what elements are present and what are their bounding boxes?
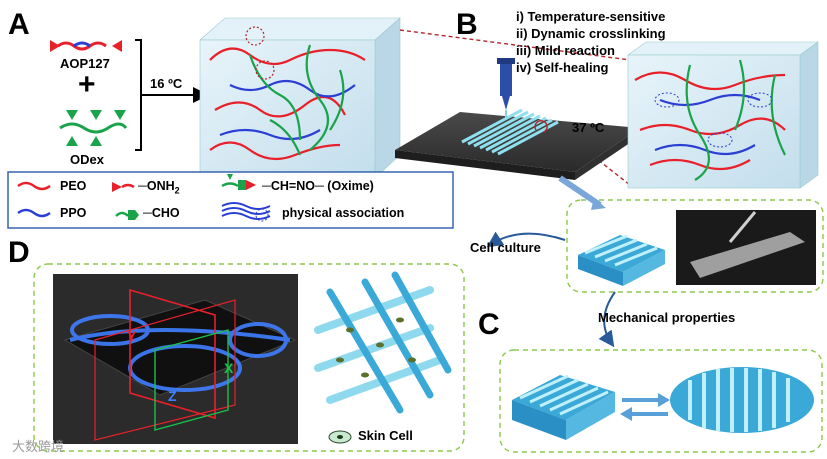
gelation-temperature: 16 ºC (150, 76, 183, 91)
watermark: 大数跨境 (12, 439, 65, 454)
uncompressed-scaffold (512, 374, 615, 440)
reactant-bracket (135, 39, 142, 151)
legend-box (7, 171, 454, 229)
plus-sign: + (78, 68, 96, 101)
printing-plate (395, 108, 640, 180)
condition-3: iii) Mild reaction (516, 43, 615, 58)
printing-temperature: 37 ºC (572, 120, 605, 135)
skin-cell-icon (328, 430, 352, 444)
aminooxy-swatch (112, 182, 135, 192)
aop127-polymer (50, 40, 122, 52)
legend-ppo: PPO (60, 206, 87, 220)
aldehyde-swatch (115, 210, 139, 220)
axis-z-label: Z (168, 388, 177, 404)
peo-swatch (17, 181, 51, 191)
panel-label-a: A (8, 8, 30, 41)
skin-cell-label: Skin Cell (358, 428, 413, 443)
tweezers (728, 211, 757, 243)
printer-nozzle (497, 58, 515, 118)
legend-oxime: ─CH=NO─ (Oxime) (262, 179, 374, 193)
panel-label-b: B (456, 8, 478, 41)
compressed-scaffold (670, 367, 814, 433)
confocal-image (53, 274, 298, 444)
temperature-indicator (534, 120, 548, 133)
condition-2: ii) Dynamic crosslinking (516, 26, 666, 41)
cell-culture-box (33, 263, 465, 452)
condition-4: iv) Self-healing (516, 60, 609, 75)
legend-cho: ─CHO (143, 206, 180, 220)
print-output-arrow (558, 175, 602, 208)
oxime-swatch (221, 174, 256, 190)
condition-1: i) Temperature-sensitive (516, 9, 666, 24)
panel-label-c: C (478, 308, 500, 341)
crosslinked-network-zoom (627, 41, 819, 189)
ppo-swatch (17, 208, 51, 218)
printed-scaffold (578, 234, 665, 286)
axis-x-label: X (224, 360, 234, 376)
cell-culture-label: Cell culture (470, 240, 541, 255)
mechanical-box (499, 349, 823, 453)
legend-peo: PEO (60, 179, 87, 193)
cell-culture-arrow (486, 231, 566, 248)
axis-y-label: Y (127, 328, 137, 344)
odex-label: ODex (70, 152, 104, 167)
legend-physical-association: physical association (282, 206, 405, 220)
mechanical-arrow (598, 291, 616, 348)
physical-association-swatch (221, 202, 271, 222)
printed-scaffold-box (566, 199, 824, 293)
odex-polymer (59, 110, 128, 146)
aop127-label: AOP127 (60, 56, 110, 71)
panel-label-d: D (8, 236, 30, 269)
legend-onh2: ─ONH2 (138, 179, 180, 196)
hydrogel-network-block (199, 17, 401, 179)
compression-arrows (620, 393, 670, 421)
seeded-scaffold-drawing (314, 271, 452, 414)
mechanical-properties-label: Mechanical properties (598, 310, 736, 325)
zoom-line (399, 29, 631, 61)
